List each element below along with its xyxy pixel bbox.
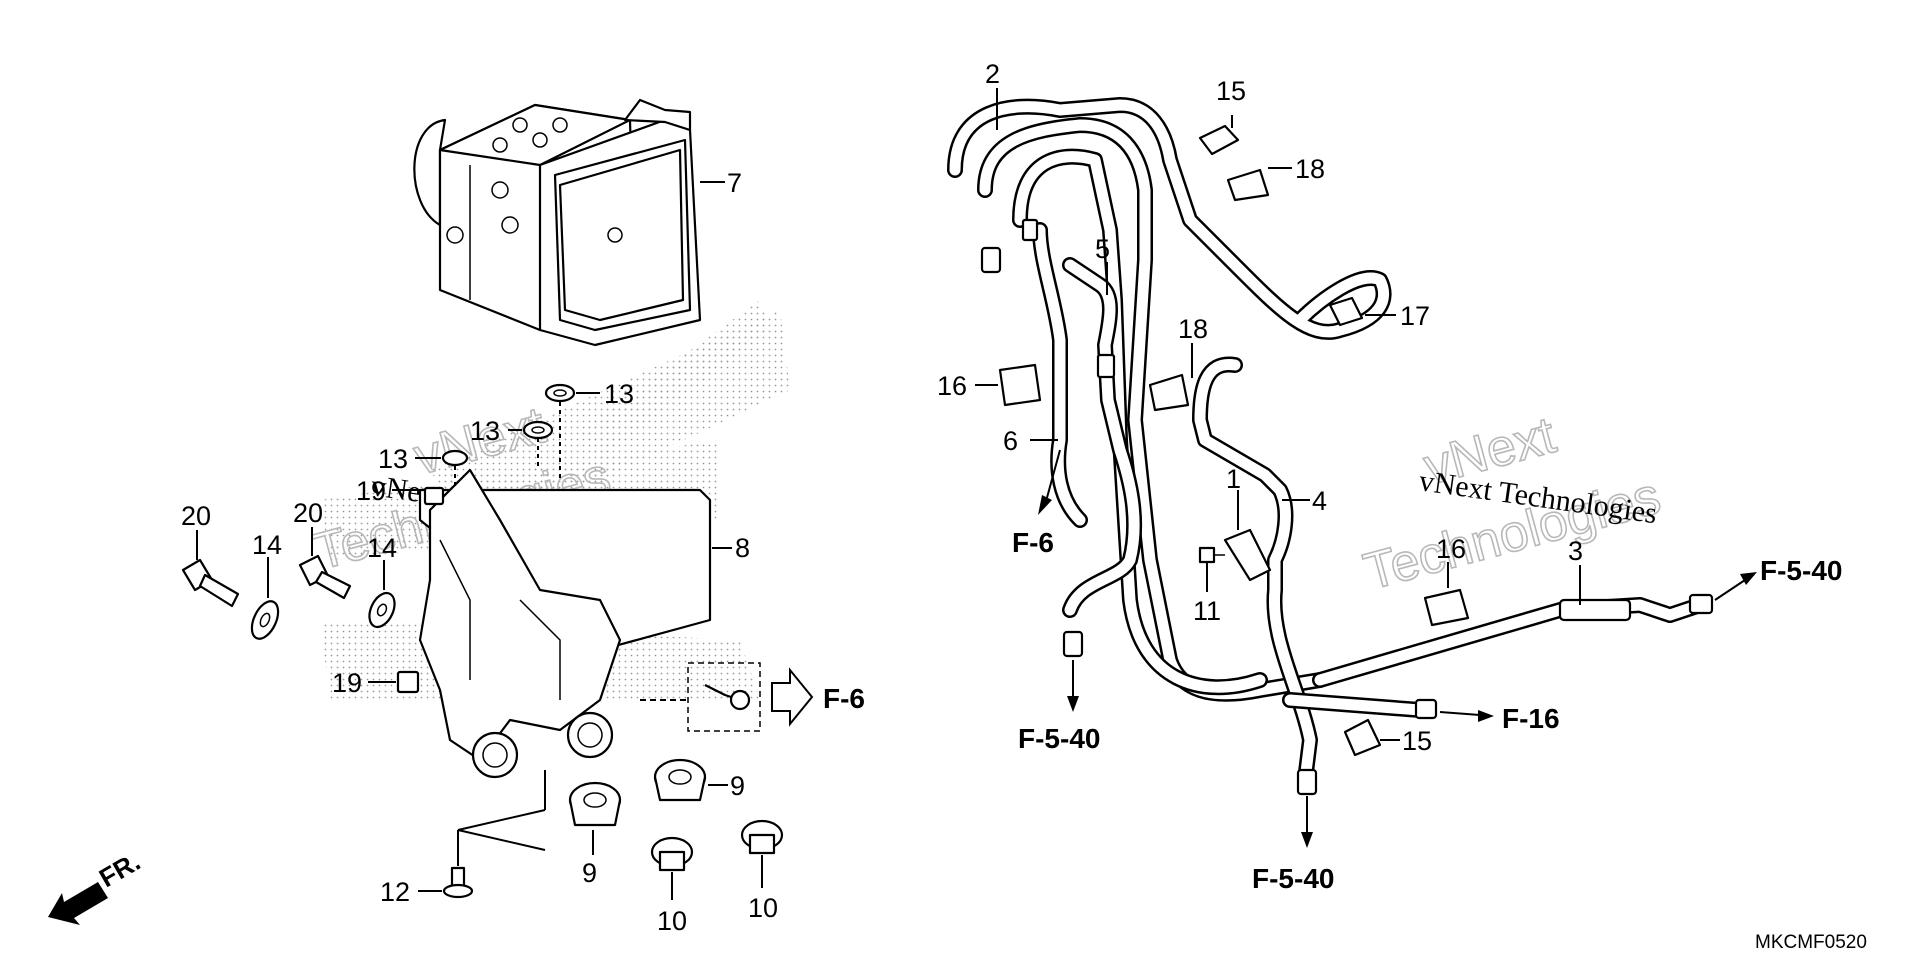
ref-f16[interactable]: F-16 xyxy=(1502,703,1560,734)
callout-16-a: 16 xyxy=(937,371,967,401)
clip-18-mid xyxy=(1148,373,1190,412)
callout-10-b: 10 xyxy=(748,893,778,923)
brake-hoses xyxy=(947,97,1708,788)
callout-19-b: 19 xyxy=(332,668,362,698)
watermark-right: vNext Technologies vNext Technologies xyxy=(1357,405,1667,602)
grommet-13-a xyxy=(544,383,576,403)
grommet-9-a xyxy=(568,781,622,827)
callout-14-b: 14 xyxy=(367,533,397,563)
callout-8: 8 xyxy=(735,533,750,563)
ref-f540-left[interactable]: F-5-40 xyxy=(1018,723,1100,754)
bolt-20-b xyxy=(298,554,352,600)
washer-14-a xyxy=(250,600,280,640)
callout-4: 4 xyxy=(1312,486,1327,516)
callout-19-a: 19 xyxy=(356,476,386,506)
callout-12: 12 xyxy=(380,877,410,907)
hose-fittings xyxy=(980,218,1714,796)
collar-10-a xyxy=(650,836,694,872)
callout-7: 7 xyxy=(727,168,742,198)
clip-17 xyxy=(1328,296,1364,327)
ref-f540-right[interactable]: F-5-40 xyxy=(1760,555,1842,586)
callout-15-b: 15 xyxy=(1402,726,1432,756)
bolt-11 xyxy=(1198,546,1225,564)
washer-14-b xyxy=(368,591,396,629)
callout-13-b: 13 xyxy=(470,416,500,446)
callout-13-a: 13 xyxy=(604,379,634,409)
callout-20-a: 20 xyxy=(181,501,211,531)
hose-bracket-1 xyxy=(1223,528,1272,582)
front-arrow: FR. xyxy=(48,846,145,925)
abs-bracket xyxy=(418,468,712,779)
callout-3: 3 xyxy=(1568,536,1583,566)
callout-11: 11 xyxy=(1193,596,1221,626)
bolt-12 xyxy=(442,866,474,899)
clip-16-right xyxy=(1423,588,1470,627)
clip-18-top xyxy=(1226,168,1270,202)
ref-f540-bottom[interactable]: F-5-40 xyxy=(1252,863,1334,894)
callout-9-a: 9 xyxy=(582,858,597,888)
clip-15-top xyxy=(1198,124,1240,156)
front-label: FR. xyxy=(94,846,145,893)
clip-19-a xyxy=(423,486,445,506)
grommet-13-c xyxy=(441,449,469,467)
callout-14-a: 14 xyxy=(252,530,282,560)
callout-15-a: 15 xyxy=(1216,76,1246,106)
grommet-9-b xyxy=(653,758,707,802)
clip-15-bottom xyxy=(1343,718,1382,757)
bracket-bolt-detail xyxy=(640,662,761,732)
hollow-arrow-f6 xyxy=(771,667,814,727)
grommet-13-b xyxy=(522,420,554,440)
ref-arrows xyxy=(1038,449,1757,848)
diagram-code: MKCMF0520 xyxy=(1755,932,1867,953)
clip-19-b xyxy=(396,670,420,694)
callout-18-a: 18 xyxy=(1295,154,1325,184)
ref-f6-hose[interactable]: F-6 xyxy=(1012,527,1054,558)
callout-20-b: 20 xyxy=(293,498,323,528)
callout-13-c: 13 xyxy=(378,444,408,474)
abs-modulator xyxy=(413,98,702,347)
callout-17: 17 xyxy=(1400,301,1430,331)
clip-16-left xyxy=(998,363,1042,407)
callout-18-b: 18 xyxy=(1178,314,1208,344)
collar-10-b xyxy=(740,819,784,855)
callout-10-a: 10 xyxy=(657,906,687,936)
callout-9-b: 9 xyxy=(730,771,745,801)
callout-2: 2 xyxy=(985,59,1000,89)
callout-5: 5 xyxy=(1095,234,1110,264)
callout-1: 1 xyxy=(1226,464,1241,494)
bolt-20-a xyxy=(181,558,240,608)
callout-6: 6 xyxy=(1003,426,1018,456)
ref-f6-bracket[interactable]: F-6 xyxy=(823,683,865,714)
callout-16-b: 16 xyxy=(1436,534,1466,564)
